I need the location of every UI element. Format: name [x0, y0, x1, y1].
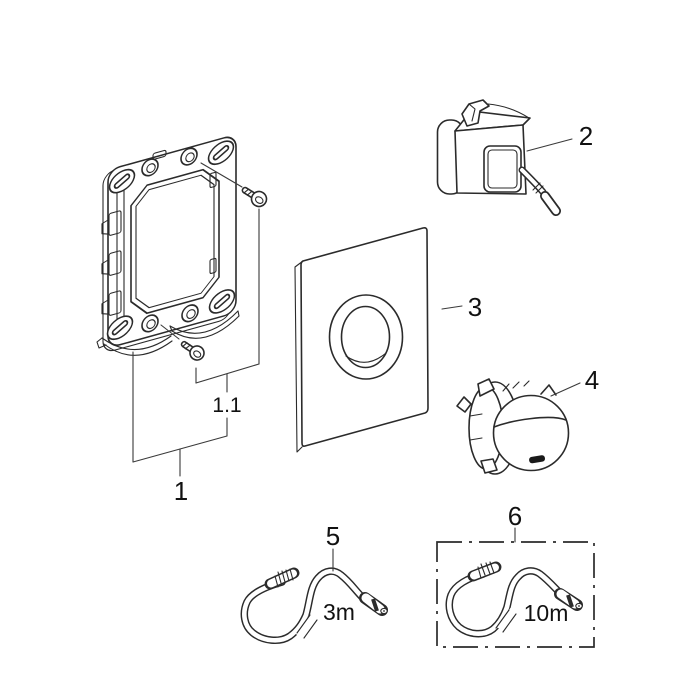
pneumatic-valve-unit [436, 99, 561, 216]
callout-1-1: 1.1 [195, 208, 260, 417]
collar-tab-bottom [480, 458, 498, 474]
hose-3m-length-label: 3m [323, 599, 355, 625]
frame-left-rail-clips [101, 184, 125, 329]
button-face [492, 394, 570, 472]
callout-3: 3 [441, 292, 482, 322]
fixing-screw-top [200, 162, 268, 208]
callout-5: 5 [326, 521, 340, 572]
callout-4-label: 4 [585, 365, 599, 395]
collar-notch-right [540, 384, 557, 396]
hose-3m-connector-right [359, 592, 388, 616]
collar-tab-top [477, 378, 495, 397]
callout-6-label: 6 [508, 501, 522, 531]
valve-front-face [454, 124, 527, 195]
callout-1-label: 1 [174, 476, 188, 506]
flush-plate [294, 227, 429, 453]
callout-4: 4 [550, 365, 599, 397]
accessory-kit: 10m [436, 541, 595, 648]
pneumatic-hose-3m: 3m [240, 567, 388, 644]
thread-hatching [480, 561, 495, 576]
frame-corner-bosses [106, 140, 236, 341]
frame-top-notch [152, 149, 167, 160]
callout-3-label: 3 [468, 292, 482, 322]
plate-face [300, 227, 429, 447]
collar-teeth [502, 380, 530, 392]
hose-3m-connector-left [264, 567, 300, 590]
frame-middle-bosses [141, 147, 199, 333]
button-ring-outer [328, 294, 404, 380]
button-ring-inner [340, 305, 391, 369]
button-ring-depth [345, 352, 387, 363]
button-slot-mark [529, 455, 546, 464]
frame-opening-depth [135, 174, 215, 309]
frame-spring-arms [96, 310, 240, 356]
button-split-line [493, 416, 567, 428]
frame-right-slots [209, 171, 217, 274]
callout-6: 6 [508, 501, 522, 543]
mounting-frame [96, 136, 240, 356]
hose-10m-connector-right [554, 588, 583, 611]
callout-1: 1 [132, 351, 228, 506]
callout-2-label: 2 [579, 121, 593, 151]
thread-hatching [277, 568, 294, 584]
hose-3m-break-mark [295, 614, 319, 641]
hose-10m-length-label: 10m [524, 600, 569, 626]
push-button-actuator [456, 378, 570, 475]
valve-hose-tail [518, 166, 561, 216]
frame-opening [130, 168, 220, 315]
valve-front-panel-inner [487, 149, 518, 189]
pneumatic-hose-10m: 10m [445, 561, 583, 638]
callout-2: 2 [526, 121, 593, 152]
plate-side-face [294, 260, 304, 453]
fixing-screw-bottom [160, 324, 205, 361]
collar-tab-left [456, 396, 472, 413]
callout-5-label: 5 [326, 521, 340, 551]
hose-10m-connector-left [467, 561, 502, 582]
hose-10m-break-mark [495, 607, 520, 634]
valve-top-edge [487, 103, 530, 119]
accessory-kit-box [436, 541, 595, 648]
callout-1-1-label: 1.1 [212, 394, 241, 417]
valve-clip [461, 99, 490, 127]
